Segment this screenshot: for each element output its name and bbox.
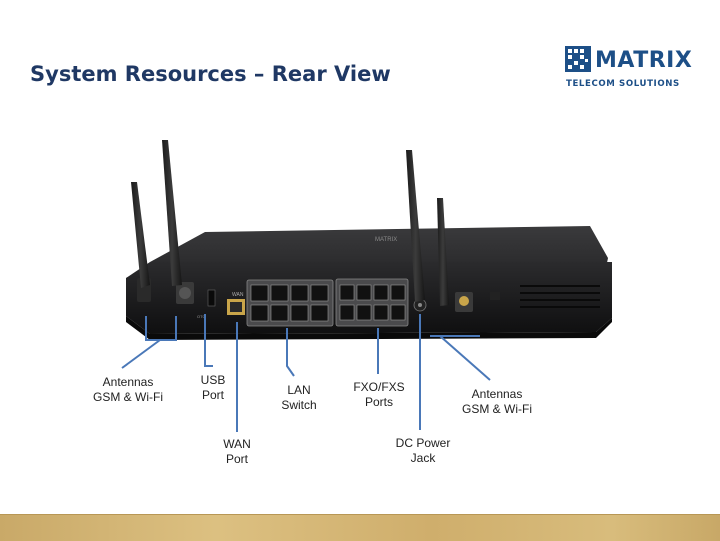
footer-band: [0, 514, 720, 541]
label-usb: USB Port: [201, 373, 226, 403]
lan-pointer: [286, 328, 295, 377]
usb-port-graphic: OTG: [197, 289, 216, 319]
label-lan-line1: LAN: [287, 383, 311, 397]
label-dc-line1: DC Power: [395, 436, 451, 450]
label-fxo-fxs: FXO/FXS Ports: [353, 380, 404, 410]
right-antennas: [406, 150, 449, 306]
matrix-logo: MATRIX TELECOM SOLUTIONS: [565, 46, 692, 92]
logo-tagline: TELECOM SOLUTIONS: [566, 79, 680, 89]
label-antennas-right: Antennas GSM & Wi-Fi: [462, 387, 532, 417]
svg-text:MATRIX: MATRIX: [375, 237, 397, 243]
antenna-left-bracket: [145, 316, 177, 341]
label-wan: WAN Port: [223, 437, 251, 467]
label-antennas-left-line2: GSM & Wi-Fi: [93, 390, 163, 404]
fxo-fxs-graphic: [335, 278, 409, 327]
antenna-left-pointer: [121, 339, 161, 369]
label-lan: LAN Switch: [281, 383, 316, 413]
antenna-right-pointer: [439, 335, 491, 381]
left-antennas: [131, 140, 182, 288]
label-antennas-right-line2: GSM & Wi-Fi: [462, 402, 532, 416]
usb-pointer: [204, 314, 213, 367]
label-usb-line1: USB: [200, 373, 226, 387]
label-antennas-right-line1: Antennas: [471, 387, 523, 401]
wan-port-graphic: WAN: [227, 292, 245, 315]
label-fxo-line2: Ports: [364, 395, 393, 409]
label-antennas-left-line1: Antennas: [102, 375, 154, 389]
label-fxo-line1: FXO/FXS: [353, 380, 405, 394]
label-wan-line2: Port: [225, 452, 248, 466]
label-usb-line2: Port: [201, 388, 224, 402]
svg-text:WAN: WAN: [232, 292, 244, 298]
svg-text:OTG: OTG: [197, 314, 206, 319]
label-dc-line2: Jack: [410, 451, 436, 465]
label-dc-power: DC Power Jack: [396, 436, 451, 466]
logo-name: MATRIX: [595, 48, 693, 73]
lan-switch-graphic: [246, 279, 334, 327]
label-wan-line1: WAN: [223, 437, 251, 451]
right-antenna-connectors: [455, 292, 500, 312]
label-antennas-left: Antennas GSM & Wi-Fi: [93, 375, 163, 405]
label-lan-line2: Switch: [281, 398, 317, 412]
matrix-logo-icon: [565, 46, 591, 72]
slide-title: System Resources – Rear View: [30, 62, 391, 86]
